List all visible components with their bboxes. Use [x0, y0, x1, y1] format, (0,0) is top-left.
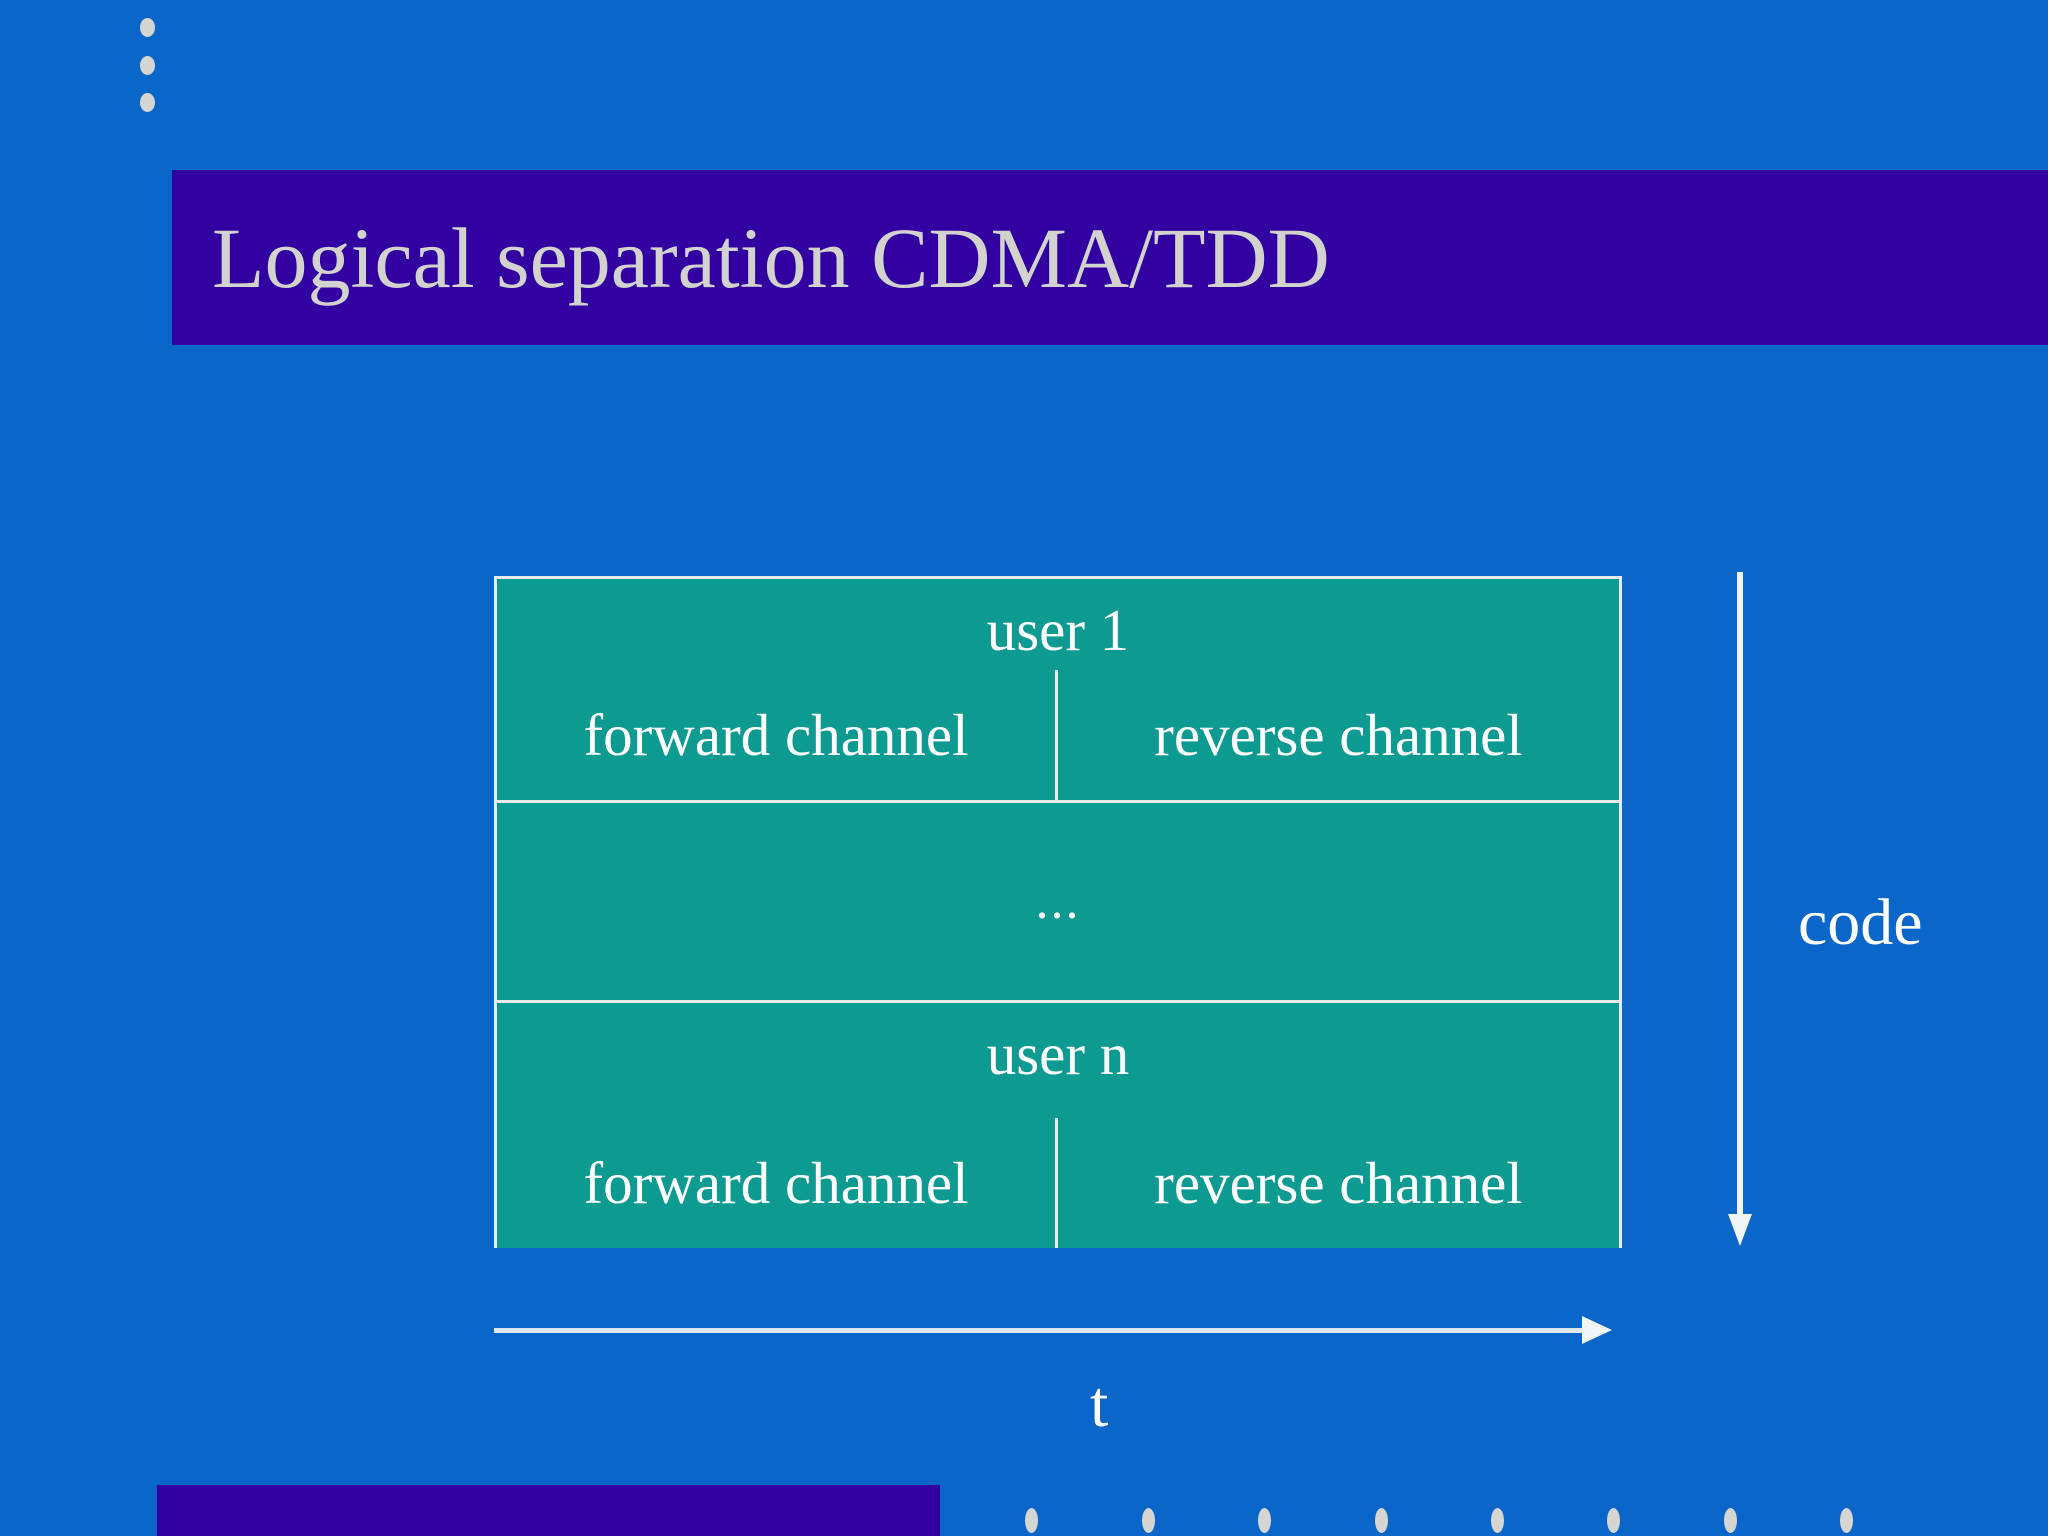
- code-axis-line: [1737, 572, 1743, 1222]
- page-title: Logical separation CDMA/TDD: [212, 210, 1330, 306]
- bullet-dot-icon: [1607, 1508, 1620, 1533]
- time-axis-arrow-icon: [1582, 1316, 1612, 1344]
- user-1-reverse-channel: reverse channel: [1154, 702, 1523, 768]
- diagram-row-ellipsis: ...: [497, 803, 1619, 1003]
- bullet-dot-icon: [1840, 1508, 1853, 1533]
- bullet-dot-icon: [140, 18, 155, 37]
- title-band: [172, 170, 2048, 345]
- code-axis-arrow-icon: [1728, 1214, 1752, 1246]
- time-axis-label: t: [1090, 1368, 1109, 1441]
- user-n-reverse-channel: reverse channel: [1154, 1150, 1523, 1216]
- user-1-label: user 1: [986, 597, 1130, 663]
- bullet-dot-icon: [1724, 1508, 1737, 1533]
- user-n-channel-row: forward channel reverse channel: [497, 1118, 1619, 1248]
- user-1-forward-channel: forward channel: [497, 670, 1058, 800]
- bullet-dot-icon: [1375, 1508, 1388, 1533]
- bullet-dot-icon: [1142, 1508, 1155, 1533]
- user-n-forward-channel: forward channel: [497, 1118, 1058, 1248]
- footer-bar: [157, 1485, 940, 1536]
- time-axis-line: [494, 1328, 1584, 1333]
- cdma-tdd-diagram: user 1 forward channel reverse channel .…: [494, 576, 1622, 1248]
- code-axis-label: code: [1798, 886, 1923, 959]
- user-1-channel-row: forward channel reverse channel: [497, 670, 1619, 800]
- user-n-label: user n: [986, 1021, 1130, 1087]
- diagram-row-user-1: user 1 forward channel reverse channel: [497, 579, 1619, 803]
- ellipsis-label: ...: [1035, 872, 1081, 930]
- bullet-dot-icon: [140, 56, 155, 75]
- bullet-dot-icon: [1025, 1508, 1038, 1533]
- bullet-dot-icon: [1491, 1508, 1504, 1533]
- diagram-row-user-n: user n forward channel reverse channel: [497, 1003, 1619, 1248]
- bullet-dot-icon: [140, 93, 155, 112]
- bullet-dot-icon: [1258, 1508, 1271, 1533]
